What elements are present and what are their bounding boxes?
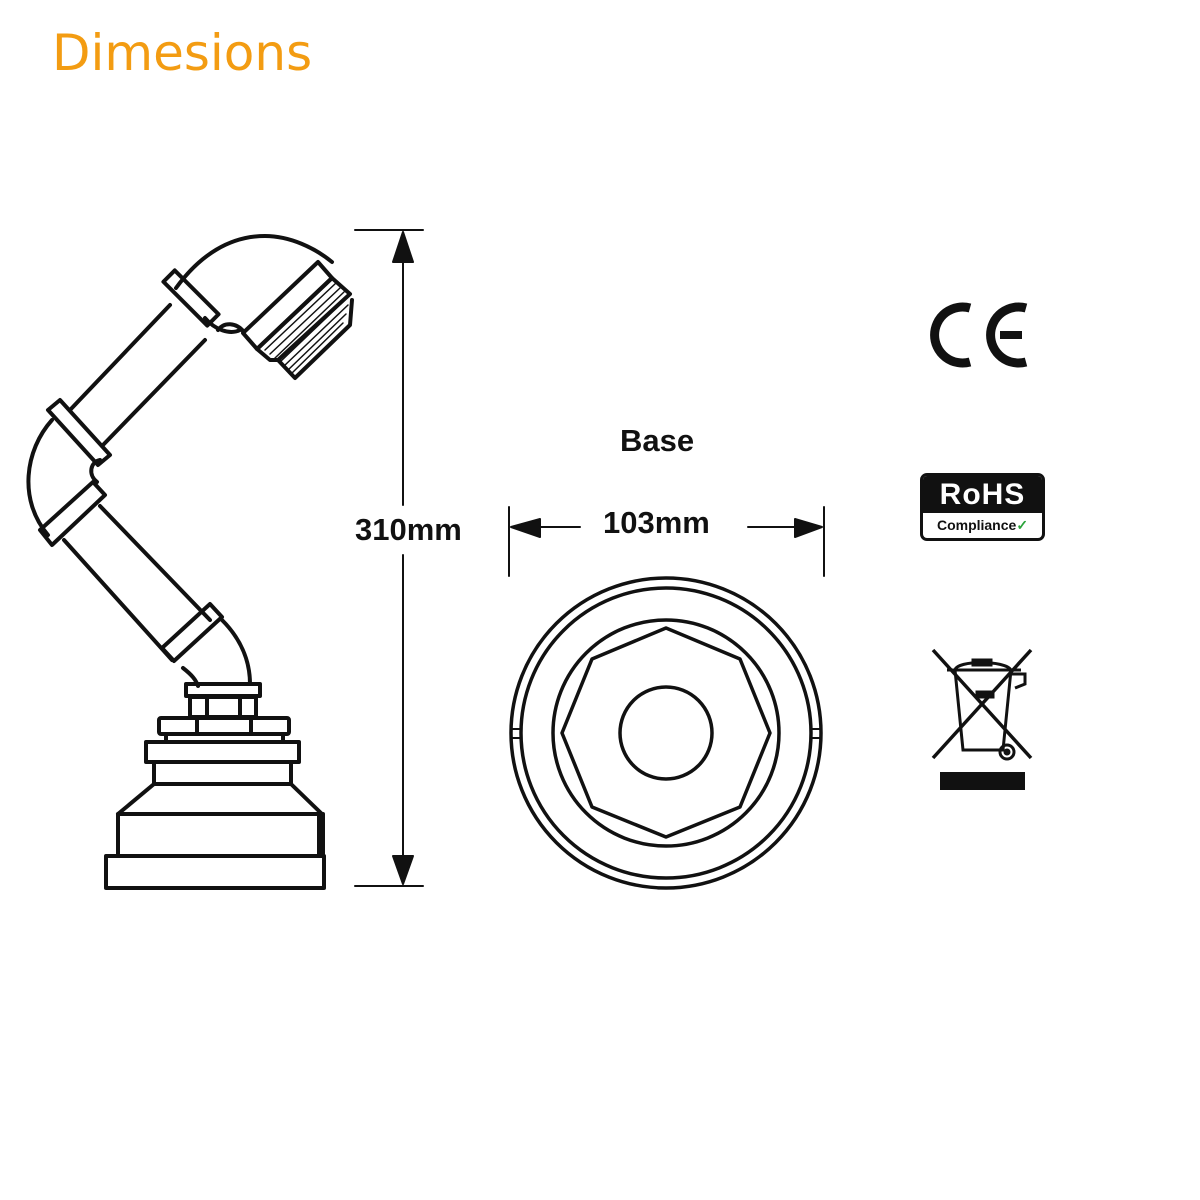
lamp-side-view [26,234,354,890]
rohs-subtitle: Compliance [936,517,1017,533]
page-title: Dimesions [52,24,313,82]
height-label: 310mm [355,512,462,547]
base-top-view [509,576,823,890]
ce-mark-icon [930,302,1028,368]
width-dimension [508,506,825,577]
weee-bin-icon [931,648,1033,790]
base-heading: Base [620,423,695,458]
rohs-badge: RoHS Compliance✓ [920,473,1045,541]
base-width-label: 103mm [603,505,710,540]
height-dimension [354,229,424,887]
check-icon: ✓ [1016,517,1029,533]
rohs-subtitle-row: Compliance✓ [923,513,1042,538]
rohs-title: RoHS [923,476,1042,513]
